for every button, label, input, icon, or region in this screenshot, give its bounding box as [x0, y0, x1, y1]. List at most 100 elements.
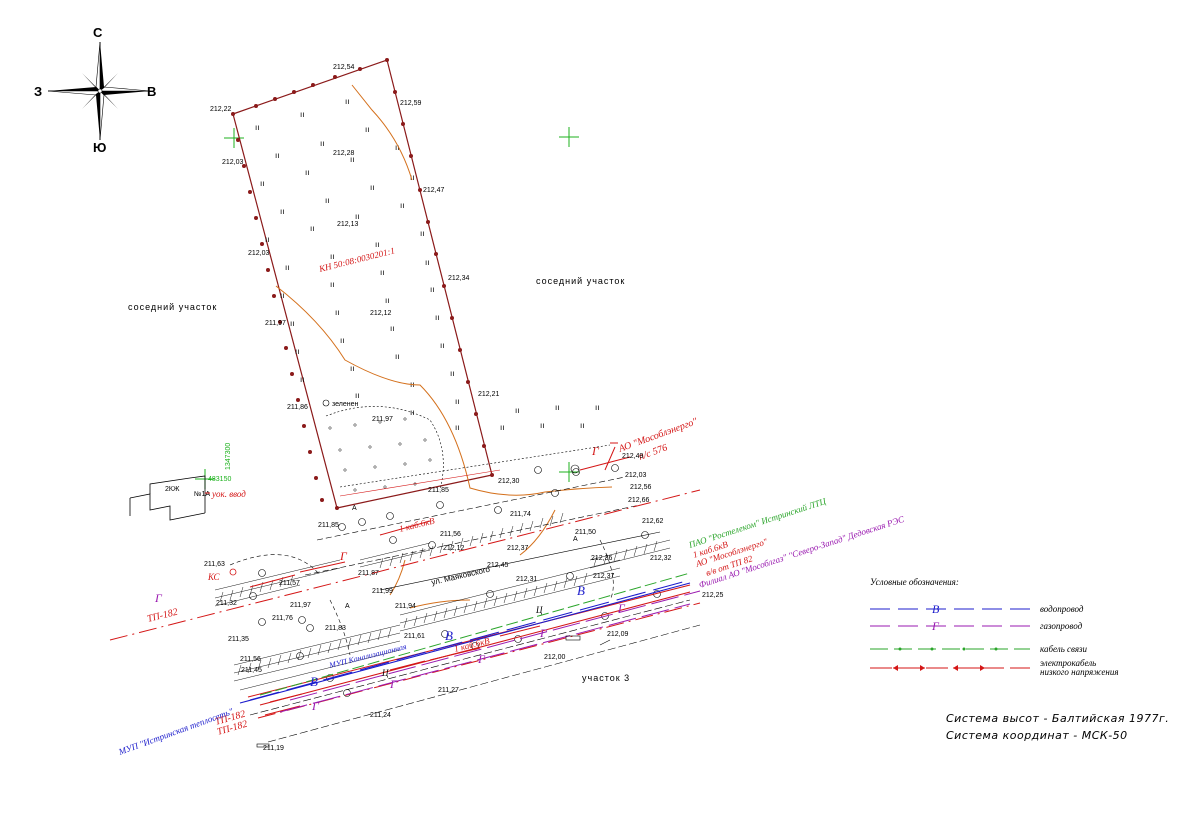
- svg-text:ıı: ıı: [290, 319, 294, 328]
- elevation-e33: 211,83: [325, 625, 346, 632]
- elevation-e14: 211,97: [372, 416, 393, 423]
- svg-text:В: В: [577, 583, 585, 598]
- svg-text:ıı: ıı: [355, 212, 359, 221]
- svg-text:ıı: ıı: [340, 336, 344, 345]
- coord-y: 483150: [208, 476, 231, 483]
- svg-text:КС: КС: [207, 572, 221, 582]
- label-kanal: МУП Канализационная: [327, 642, 407, 670]
- svg-text:ıı: ıı: [440, 341, 444, 350]
- legend-label-water: водопровод: [1040, 604, 1084, 614]
- elevation-e12: 212,21: [478, 391, 500, 398]
- label-tp182-left: ТП-182: [146, 607, 179, 625]
- svg-text:Г: Г: [339, 549, 348, 563]
- elevation-e42: 211,45: [241, 667, 262, 674]
- svg-text:ıı: ıı: [410, 173, 414, 182]
- elevation-e40: 212,32: [650, 555, 672, 562]
- dot-marks: [328, 417, 432, 492]
- legend-label-comm: кабель связи: [1040, 644, 1088, 654]
- svg-text:A: A: [345, 603, 350, 610]
- svg-text:ıı: ıı: [500, 423, 504, 432]
- elevation-e34: 211,94: [395, 603, 416, 610]
- elevation-e22: 211,56: [440, 531, 461, 538]
- elevation-e50: 212,56: [630, 484, 652, 491]
- label-street: ул. Маяковского: [430, 565, 491, 587]
- svg-text:ıı: ıı: [400, 201, 404, 210]
- elevation-e29: 211,99: [372, 588, 393, 595]
- elevation-e36: 212,31: [516, 576, 538, 583]
- road-edges: [229, 444, 701, 743]
- elevation-e23: 212,12: [443, 545, 465, 552]
- svg-text:Ц: Ц: [381, 668, 389, 678]
- utility-curves: [275, 84, 613, 609]
- utility-labels: АО "Мособлэнерго" п/с 576 1 каб.6кВ 1 ка…: [116, 416, 906, 757]
- elevation-e11: 212,12: [370, 310, 392, 317]
- svg-text:ıı: ıı: [255, 123, 259, 132]
- utility-symbols: Г Г Г Г Г Г Г Г В В В Ц Ц КС: [154, 442, 626, 713]
- elevation-e43: 211,61: [404, 633, 425, 640]
- elevation-e30: 211,32: [216, 600, 237, 607]
- compass-east: В: [147, 84, 156, 99]
- elevation-e6: 212,47: [423, 187, 445, 194]
- water-pipeline: [239, 579, 691, 704]
- svg-text:ıı: ıı: [300, 110, 304, 119]
- coordinate-system: Система высот - Балтийская 1977г. Систем…: [946, 712, 1169, 742]
- elevation-e7: 212,13: [337, 221, 359, 228]
- svg-text:Г: Г: [617, 601, 626, 615]
- elevation-e2: 212,54: [333, 64, 355, 71]
- label-kab-top: 1 каб.6кВ: [398, 515, 436, 534]
- svg-text:ıı: ıı: [305, 168, 309, 177]
- comm-cable: [259, 572, 691, 696]
- elevation-e4: 212,03: [222, 159, 244, 166]
- svg-text:A: A: [352, 505, 357, 512]
- svg-text:ıı: ıı: [385, 296, 389, 305]
- elevation-e32: 211,35: [228, 636, 249, 643]
- compass-west: З: [34, 84, 42, 99]
- compass-rose: С Ю З В: [34, 25, 156, 155]
- svg-text:ıı: ıı: [540, 421, 544, 430]
- svg-text:В: В: [445, 628, 453, 643]
- svg-text:ıı: ıı: [330, 280, 334, 289]
- svg-text:ıı: ıı: [395, 143, 399, 152]
- elevation-e47: 211,27: [438, 687, 459, 694]
- small-markers: [256, 635, 611, 748]
- elevation-e13: 211,86: [287, 404, 308, 411]
- svg-text:В: В: [932, 602, 940, 616]
- elevation-e10: 211,97: [265, 320, 286, 327]
- svg-text:ıı: ıı: [455, 423, 459, 432]
- elevation-e8: 212,03: [248, 250, 270, 257]
- building-2kzh[interactable]: 2КЖ №1А уок. ввод: [129, 475, 246, 521]
- legend-item-comm: кабель связи: [870, 644, 1088, 654]
- elevation-e19: 212,66: [628, 497, 650, 504]
- legend-item-gas: Г газопровод: [870, 619, 1083, 633]
- svg-text:ıı: ıı: [380, 268, 384, 277]
- svg-text:ıı: ıı: [320, 139, 324, 148]
- svg-text:ıı: ıı: [425, 258, 429, 267]
- svg-text:ıı: ıı: [435, 313, 439, 322]
- elevation-e45: 212,25: [702, 592, 724, 599]
- svg-text:ıı: ıı: [280, 207, 284, 216]
- elevation-e3: 212,59: [400, 100, 422, 107]
- compass-north: С: [93, 25, 103, 40]
- svg-text:ıı: ıı: [355, 391, 359, 400]
- svg-text:ıı: ıı: [450, 369, 454, 378]
- elevation-e9: 212,34: [448, 275, 470, 282]
- elevation-e39: 212,37: [593, 573, 615, 580]
- label-neighbor-left: соседний участок: [128, 302, 217, 312]
- svg-text:Г: Г: [154, 591, 163, 605]
- elevation-e24: 212,37: [507, 545, 529, 552]
- elevation-e21: 211,74: [510, 511, 531, 518]
- svg-text:ıı: ıı: [390, 324, 394, 333]
- parcel-boundary[interactable]: [232, 59, 493, 509]
- elevation-e28: 211,87: [358, 570, 379, 577]
- legend-label-gas: газопровод: [1040, 621, 1083, 631]
- elevation-e31: 211,76: [272, 615, 293, 622]
- svg-text:ıı: ıı: [345, 97, 349, 106]
- coord-x: 1347300: [225, 443, 232, 470]
- gas-pipeline: [279, 590, 701, 713]
- elevation-e1: 212,22: [210, 106, 232, 113]
- compass-south: Ю: [93, 140, 106, 155]
- svg-text:ıı: ıı: [260, 179, 264, 188]
- elevation-e44: 212,09: [607, 631, 629, 638]
- legend-title: Условные обозначения:: [870, 577, 959, 587]
